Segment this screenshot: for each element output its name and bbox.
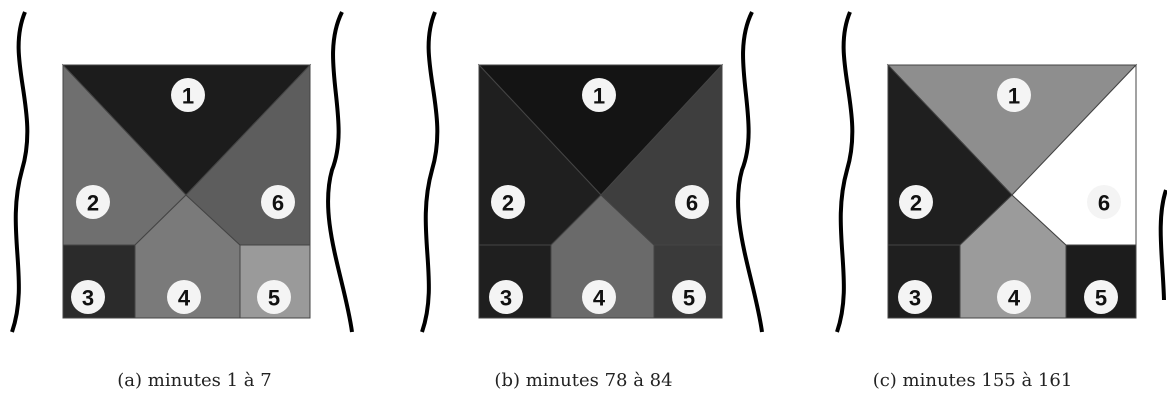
region-label-3: 3 xyxy=(82,286,94,311)
region-label-5: 5 xyxy=(683,286,695,311)
region-label-1: 1 xyxy=(182,84,194,109)
panel-b: 1 2 3 4 5 6 (b) minutes 78 à 84 xyxy=(389,0,778,403)
region-label-4: 4 xyxy=(1008,286,1021,311)
caption-a: (a) minutes 1 à 7 xyxy=(0,370,389,391)
region-label-3: 3 xyxy=(500,286,512,311)
body-outline-left xyxy=(422,12,437,332)
torso-diagram-c: 1 2 3 4 5 6 xyxy=(778,0,1167,403)
region-label-4: 4 xyxy=(593,286,606,311)
region-label-1: 1 xyxy=(1008,84,1020,109)
region-label-2: 2 xyxy=(910,191,922,216)
body-outline-right xyxy=(1161,190,1166,300)
region-label-5: 5 xyxy=(268,286,280,311)
region-label-6: 6 xyxy=(686,191,698,216)
region-label-1: 1 xyxy=(593,84,605,109)
caption-b: (b) minutes 78 à 84 xyxy=(389,370,778,391)
body-outline-left xyxy=(837,12,852,332)
region-label-2: 2 xyxy=(87,191,99,216)
region-label-6: 6 xyxy=(272,191,284,216)
region-label-6: 6 xyxy=(1098,191,1110,216)
region-label-4: 4 xyxy=(178,286,191,311)
body-outline-right xyxy=(328,12,352,332)
torso-diagram-b: 1 2 3 4 5 6 xyxy=(389,0,778,403)
body-outline-left xyxy=(12,12,27,332)
body-outline-right xyxy=(738,12,762,332)
caption-c: (c) minutes 155 à 161 xyxy=(778,370,1167,391)
region-label-5: 5 xyxy=(1095,286,1107,311)
region-label-3: 3 xyxy=(909,286,921,311)
panel-c: 1 2 3 4 5 6 (c) minutes 155 à 161 xyxy=(778,0,1167,403)
panel-a: 1 2 3 4 5 6 (a) minutes 1 à 7 xyxy=(0,0,389,403)
torso-diagram-a: 1 2 3 4 5 6 xyxy=(0,0,389,403)
region-label-2: 2 xyxy=(502,191,514,216)
